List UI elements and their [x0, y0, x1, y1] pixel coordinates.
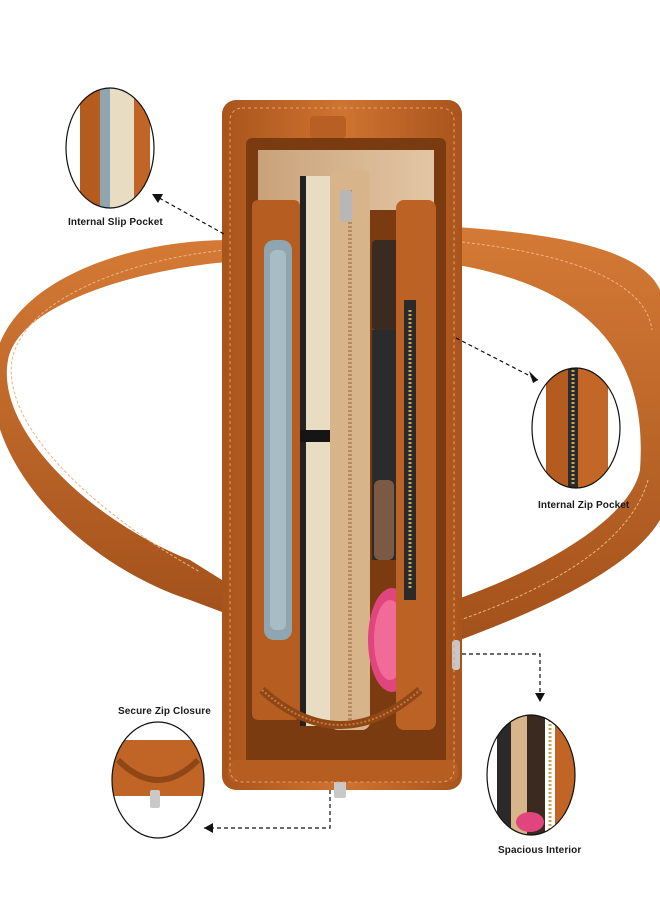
bag-body	[222, 100, 462, 798]
callout-slip-pocket	[65, 87, 155, 209]
callout-arrows	[151, 193, 541, 829]
callout-zip-pocket	[531, 367, 621, 489]
callout-spacious-interior	[486, 714, 576, 836]
arrow-heads	[152, 194, 545, 833]
arrow-spacious-interior	[462, 653, 541, 700]
arrow-zip-pocket	[455, 337, 539, 381]
label-internal-zip-pocket: Internal Zip Pocket	[538, 500, 630, 511]
right-strap	[440, 226, 660, 640]
arrow-slip-pocket	[151, 193, 225, 235]
arrow-zip-closure	[204, 790, 331, 829]
label-spacious-interior: Spacious Interior	[498, 845, 582, 856]
label-internal-slip-pocket: Internal Slip Pocket	[68, 217, 163, 228]
callout-zip-closure	[111, 721, 205, 839]
left-strap	[0, 240, 230, 615]
label-secure-zip-closure: Secure Zip Closure	[118, 706, 211, 717]
